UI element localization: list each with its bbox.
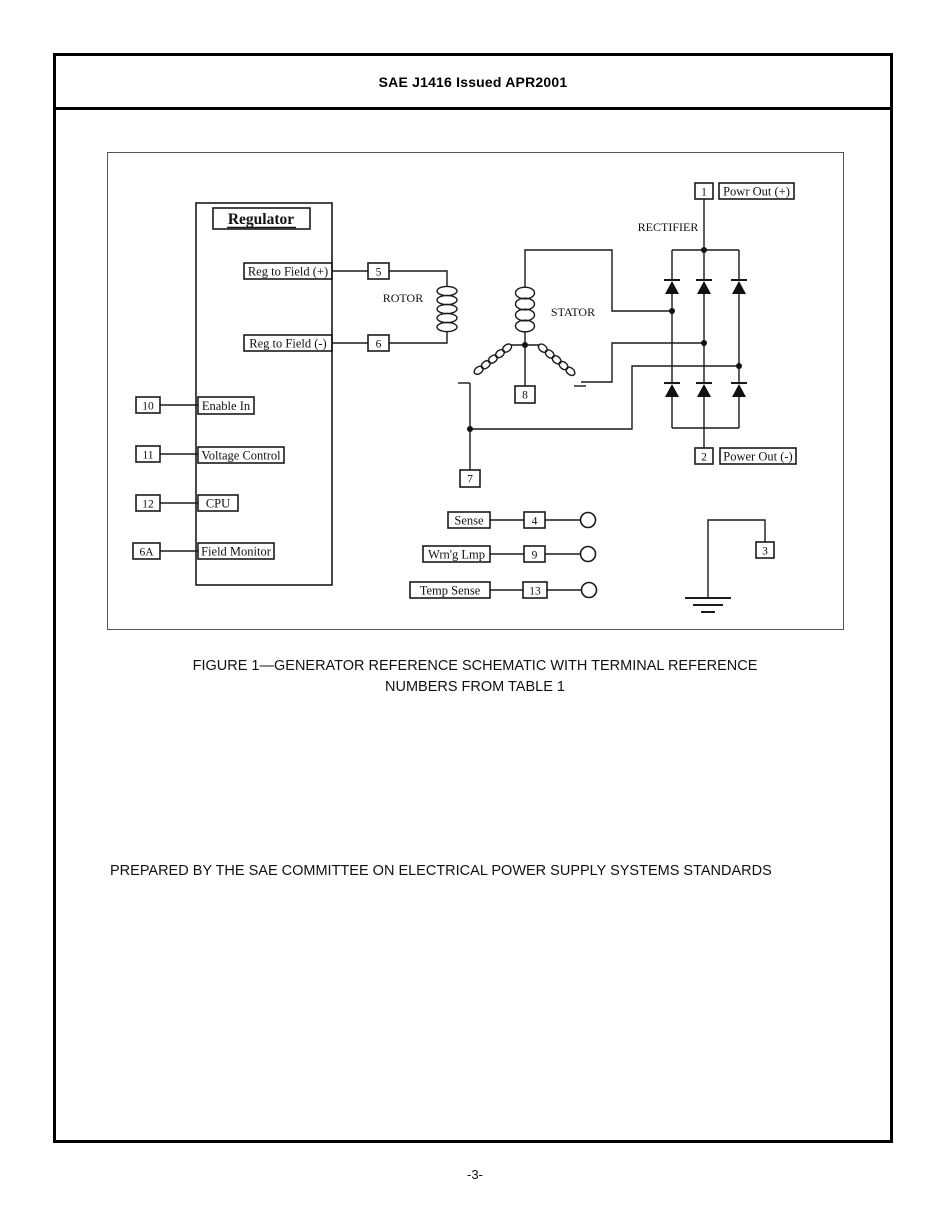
cpu-label: CPU bbox=[206, 497, 230, 511]
stator-coil-icon bbox=[514, 286, 536, 333]
figure-1-schematic: Regulator Reg to Field (+) Reg to Field … bbox=[107, 152, 844, 630]
warning-lamp-label: Wrn'g Lmp bbox=[428, 548, 485, 562]
powr-out-pos-box bbox=[718, 182, 795, 200]
power-out-neg-box bbox=[719, 447, 797, 465]
prepared-by-statement: PREPARED BY THE SAE COMMITTEE ON ELECTRI… bbox=[110, 863, 772, 879]
terminal-3-box bbox=[755, 541, 775, 559]
diode-leg-right bbox=[731, 250, 747, 428]
terminal-1-box bbox=[694, 182, 714, 200]
stator-label: STATOR bbox=[551, 305, 595, 319]
sense-label: Sense bbox=[454, 514, 484, 528]
power-out-neg-label: Power Out (-) bbox=[723, 450, 792, 464]
diode-icon bbox=[697, 281, 711, 294]
terminal-6: 6 bbox=[376, 339, 382, 351]
wire-stator-phase-c bbox=[469, 365, 739, 430]
rotor-label: ROTOR bbox=[383, 291, 423, 305]
terminal-9: 9 bbox=[532, 550, 538, 562]
terminal-7-box bbox=[459, 469, 481, 488]
figure-caption: FIGURE 1—GENERATOR REFERENCE SCHEMATIC W… bbox=[0, 656, 950, 697]
wire-ground bbox=[707, 519, 766, 598]
diode-icon bbox=[732, 384, 746, 397]
junction-dot-phase-c-leg bbox=[736, 363, 742, 369]
ground-icon bbox=[685, 597, 731, 613]
reg-to-field-neg-label: Reg to Field (-) bbox=[249, 337, 326, 351]
terminal-6a: 6A bbox=[139, 547, 154, 559]
reg-to-field-pos-label: Reg to Field (+) bbox=[248, 265, 328, 279]
connector-circle-icon bbox=[579, 545, 597, 563]
junction-dot-phase-a bbox=[669, 308, 675, 314]
connector-circle-icon bbox=[579, 511, 597, 529]
regulator-title: Regulator bbox=[228, 211, 294, 228]
powr-out-pos-label: Powr Out (+) bbox=[723, 185, 790, 199]
rotor-coil-icon bbox=[436, 285, 458, 333]
connector-circle-icon bbox=[580, 581, 598, 599]
diode-leg-left bbox=[664, 250, 680, 428]
terminal-1: 1 bbox=[701, 187, 707, 199]
wire-rotor-to-terminal-6 bbox=[389, 331, 448, 344]
diode-leg-middle bbox=[696, 250, 712, 428]
wire-stator-phase-a bbox=[524, 249, 672, 312]
diode-icon bbox=[665, 281, 679, 294]
regulator-title-box bbox=[212, 207, 311, 230]
page-number: -3- bbox=[467, 1167, 483, 1182]
wire-stator-phase-b bbox=[581, 342, 704, 383]
terminal-12: 12 bbox=[142, 499, 154, 511]
rectifier-label: RECTIFIER bbox=[638, 220, 699, 234]
stator-coil-right-icon bbox=[537, 343, 576, 377]
terminal-2: 2 bbox=[701, 452, 707, 464]
stator-coil-left-icon bbox=[473, 343, 513, 376]
terminal-8: 8 bbox=[522, 390, 528, 402]
voltage-control-box bbox=[197, 446, 285, 464]
regulator-box bbox=[195, 202, 333, 586]
terminal-2-box bbox=[694, 447, 714, 465]
terminal-3: 3 bbox=[762, 546, 768, 558]
diode-icon bbox=[697, 384, 711, 397]
field-monitor-label: Field Monitor bbox=[201, 545, 272, 559]
terminal-8-box bbox=[514, 385, 536, 404]
enable-in-label: Enable In bbox=[202, 399, 251, 413]
junction-dot-phase-b bbox=[701, 340, 707, 346]
figure-caption-line1: FIGURE 1—GENERATOR REFERENCE SCHEMATIC W… bbox=[192, 658, 758, 674]
generator-schematic-svg: Regulator Reg to Field (+) Reg to Field … bbox=[132, 182, 797, 613]
document-title: SAE J1416 Issued APR2001 bbox=[378, 73, 568, 90]
terminal-4: 4 bbox=[532, 516, 538, 528]
terminal-11: 11 bbox=[142, 450, 153, 462]
terminal-5: 5 bbox=[376, 267, 382, 279]
terminal-10: 10 bbox=[142, 401, 154, 413]
document-header: SAE J1416 Issued APR2001 bbox=[53, 53, 893, 110]
diode-icon bbox=[665, 384, 679, 397]
diode-icon bbox=[732, 281, 746, 294]
voltage-control-label: Voltage Control bbox=[201, 449, 281, 463]
figure-caption-line2: NUMBERS FROM TABLE 1 bbox=[385, 678, 565, 695]
terminal-13: 13 bbox=[529, 586, 541, 598]
wire-terminal-5-to-rotor bbox=[389, 270, 448, 287]
temp-sense-label: Temp Sense bbox=[420, 584, 481, 598]
terminal-7: 7 bbox=[467, 474, 473, 486]
